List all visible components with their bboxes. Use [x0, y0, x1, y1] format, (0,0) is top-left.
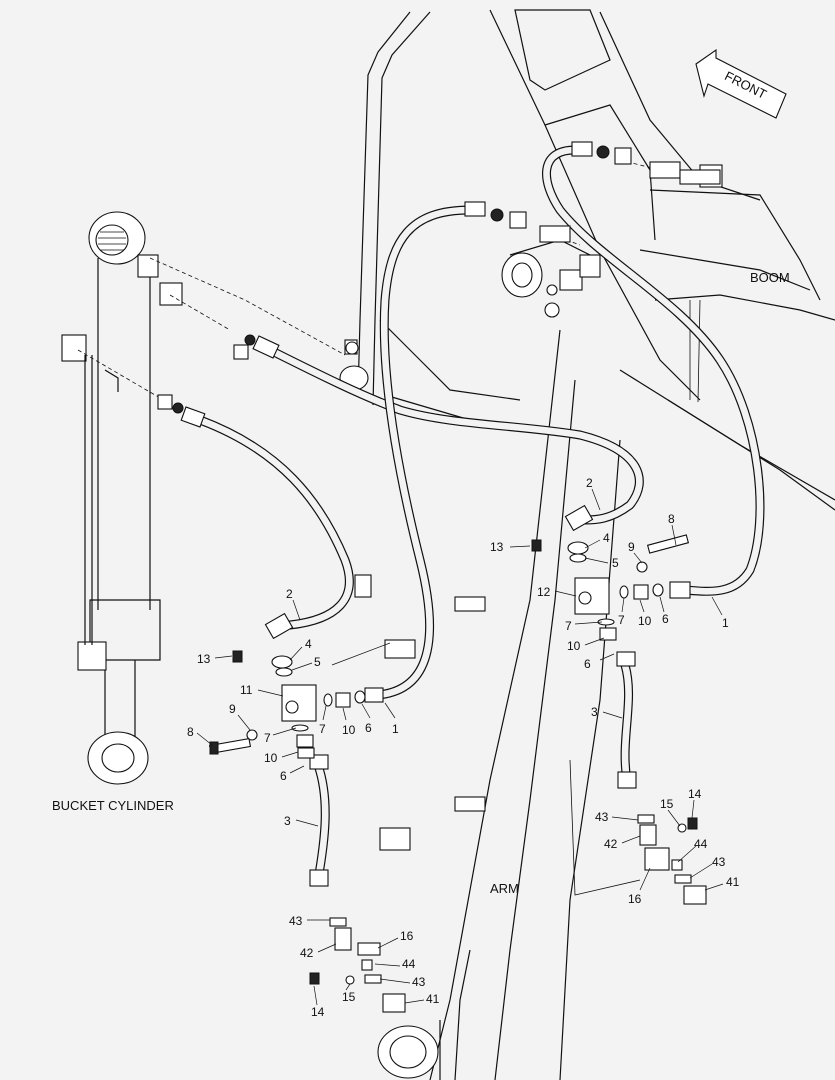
- callout-6-left-b: 6: [280, 769, 287, 783]
- callout-14-right: 14: [688, 787, 702, 801]
- callout-8-right: 8: [668, 512, 675, 526]
- callout-11-left: 11: [240, 683, 253, 697]
- callout-3-right: 3: [591, 705, 598, 719]
- callout-13-left: 13: [197, 652, 211, 666]
- callout-43-right-a: 43: [595, 810, 609, 824]
- callout-7-left-b: 7: [319, 722, 326, 736]
- bucket-cylinder: [61, 211, 183, 785]
- callout-15-left: 15: [342, 990, 356, 1004]
- callout-41-left: 41: [426, 992, 440, 1006]
- boom-structure: [357, 9, 835, 1080]
- callout-1-left: 1: [392, 722, 399, 736]
- arm-label: ARM: [490, 881, 519, 896]
- callout-2-right: 2: [586, 476, 593, 490]
- callout-3-left: 3: [284, 814, 291, 828]
- callout-7-left-a: 7: [264, 731, 271, 745]
- callout-43-left-b: 43: [412, 975, 426, 989]
- callout-6-right-b: 6: [584, 657, 591, 671]
- callout-14-left: 14: [311, 1005, 325, 1019]
- callout-8-left: 8: [187, 725, 194, 739]
- left-valve-assembly: [208, 650, 406, 1013]
- callout-42-right: 42: [604, 837, 618, 851]
- callout-10-right-a: 10: [638, 614, 652, 628]
- callout-1-right: 1: [722, 616, 729, 630]
- pin-clamps: [157, 147, 721, 410]
- callout-10-left-b: 10: [264, 751, 278, 765]
- callout-9-right: 9: [628, 540, 635, 554]
- callout-7-right-a: 7: [565, 619, 572, 633]
- callout-42-left: 42: [300, 946, 314, 960]
- callout-44-right: 44: [694, 837, 708, 851]
- callout-43-right-b: 43: [712, 855, 726, 869]
- boom-label: BOOM: [750, 270, 790, 285]
- callout-2-left: 2: [286, 587, 293, 601]
- hoses: [195, 145, 765, 885]
- left-callouts: 2 13 4 5 11 9 8 7 7 10 6 1 10 6 3 43 42 …: [187, 587, 440, 1019]
- callout-4-left: 4: [305, 637, 312, 651]
- callout-43-left-a: 43: [289, 914, 303, 928]
- callout-6-left-a: 6: [365, 721, 372, 735]
- mount-brackets: [339, 164, 723, 851]
- callout-44-left: 44: [402, 957, 416, 971]
- callout-16-right: 16: [628, 892, 642, 906]
- callout-15-right: 15: [660, 797, 674, 811]
- callout-5-right: 5: [612, 556, 619, 570]
- callout-10-right-b: 10: [567, 639, 581, 653]
- callout-9-left: 9: [229, 702, 236, 716]
- callout-5-left: 5: [314, 655, 321, 669]
- callout-12-right: 12: [537, 585, 551, 599]
- front-arrow: FRONT: [695, 48, 787, 119]
- callout-6-right-a: 6: [662, 612, 669, 626]
- callout-16-left: 16: [400, 929, 414, 943]
- right-callouts: 2 13 4 5 8 9 12 7 7 10 6 1 10 6 3 14 15 …: [490, 476, 740, 906]
- bucket-cylinder-label: BUCKET CYLINDER: [52, 798, 174, 813]
- callout-41-right: 41: [726, 875, 740, 889]
- callout-7-right-b: 7: [618, 613, 625, 627]
- callout-4-right: 4: [603, 531, 610, 545]
- callout-13-right: 13: [490, 540, 504, 554]
- callout-10-left-a: 10: [342, 723, 356, 737]
